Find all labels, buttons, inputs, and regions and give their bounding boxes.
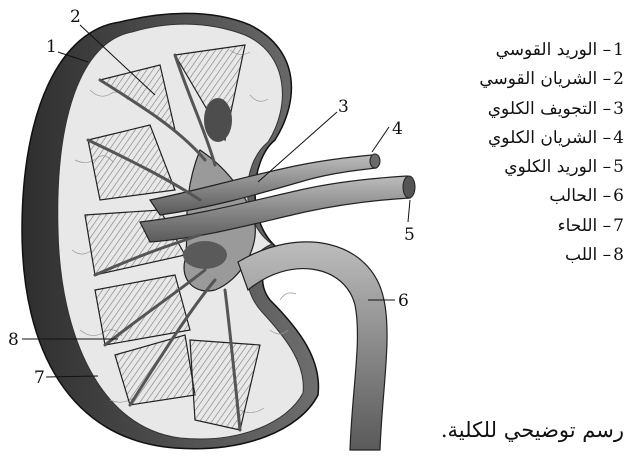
legend-list: 1– الوريد القوسي 2– الشريان القوسي 3– ال…: [479, 36, 624, 270]
legend-item-6: 6– الحالب: [479, 182, 624, 211]
legend-number: 5: [613, 157, 624, 177]
legend-number: 1: [613, 40, 624, 60]
legend-item-2: 2– الشريان القوسي: [479, 65, 624, 94]
legend-label: الحالب: [549, 186, 597, 206]
legend-number: 4: [613, 128, 624, 148]
legend-item-4: 4– الشريان الكلوي: [479, 124, 624, 153]
pelvis-lumen-lower: [183, 241, 227, 269]
leader-4: [372, 127, 389, 152]
callout-3: 3: [338, 97, 349, 117]
callout-2: 2: [70, 7, 81, 27]
legend-item-1: 1– الوريد القوسي: [479, 36, 624, 65]
pelvis-lumen-upper: [204, 98, 232, 142]
legend-number: 3: [613, 99, 624, 119]
legend-item-5: 5– الوريد الكلوي: [479, 153, 624, 182]
leader-5: [408, 200, 410, 222]
legend-label: الوريد الكلوي: [504, 157, 597, 177]
legend-number: 2: [613, 69, 624, 89]
callout-8: 8: [8, 330, 19, 350]
legend-item-7: 7– اللحاء: [479, 212, 624, 241]
callout-4: 4: [392, 119, 403, 139]
renal-vein-end: [403, 176, 415, 198]
legend-item-8: 8– اللب: [479, 241, 624, 270]
renal-artery-end: [370, 154, 380, 168]
figure-caption: رسم توضيحي للكلية.: [441, 418, 624, 442]
legend-number: 7: [613, 216, 624, 236]
legend-label: الشريان القوسي: [479, 69, 597, 89]
legend-label: الشريان الكلوي: [488, 128, 597, 148]
callout-1: 1: [46, 37, 57, 57]
callout-6: 6: [398, 291, 409, 311]
legend-label: الوريد القوسي: [496, 40, 598, 60]
callout-5: 5: [404, 225, 415, 245]
legend-label: اللب: [565, 245, 597, 265]
legend-label: التجويف الكلوي: [488, 99, 598, 119]
legend-label: اللحاء: [558, 216, 598, 236]
callout-7: 7: [34, 368, 45, 388]
legend-number: 8: [613, 245, 624, 265]
legend-number: 6: [613, 186, 624, 206]
legend-item-3: 3– التجويف الكلوي: [479, 95, 624, 124]
